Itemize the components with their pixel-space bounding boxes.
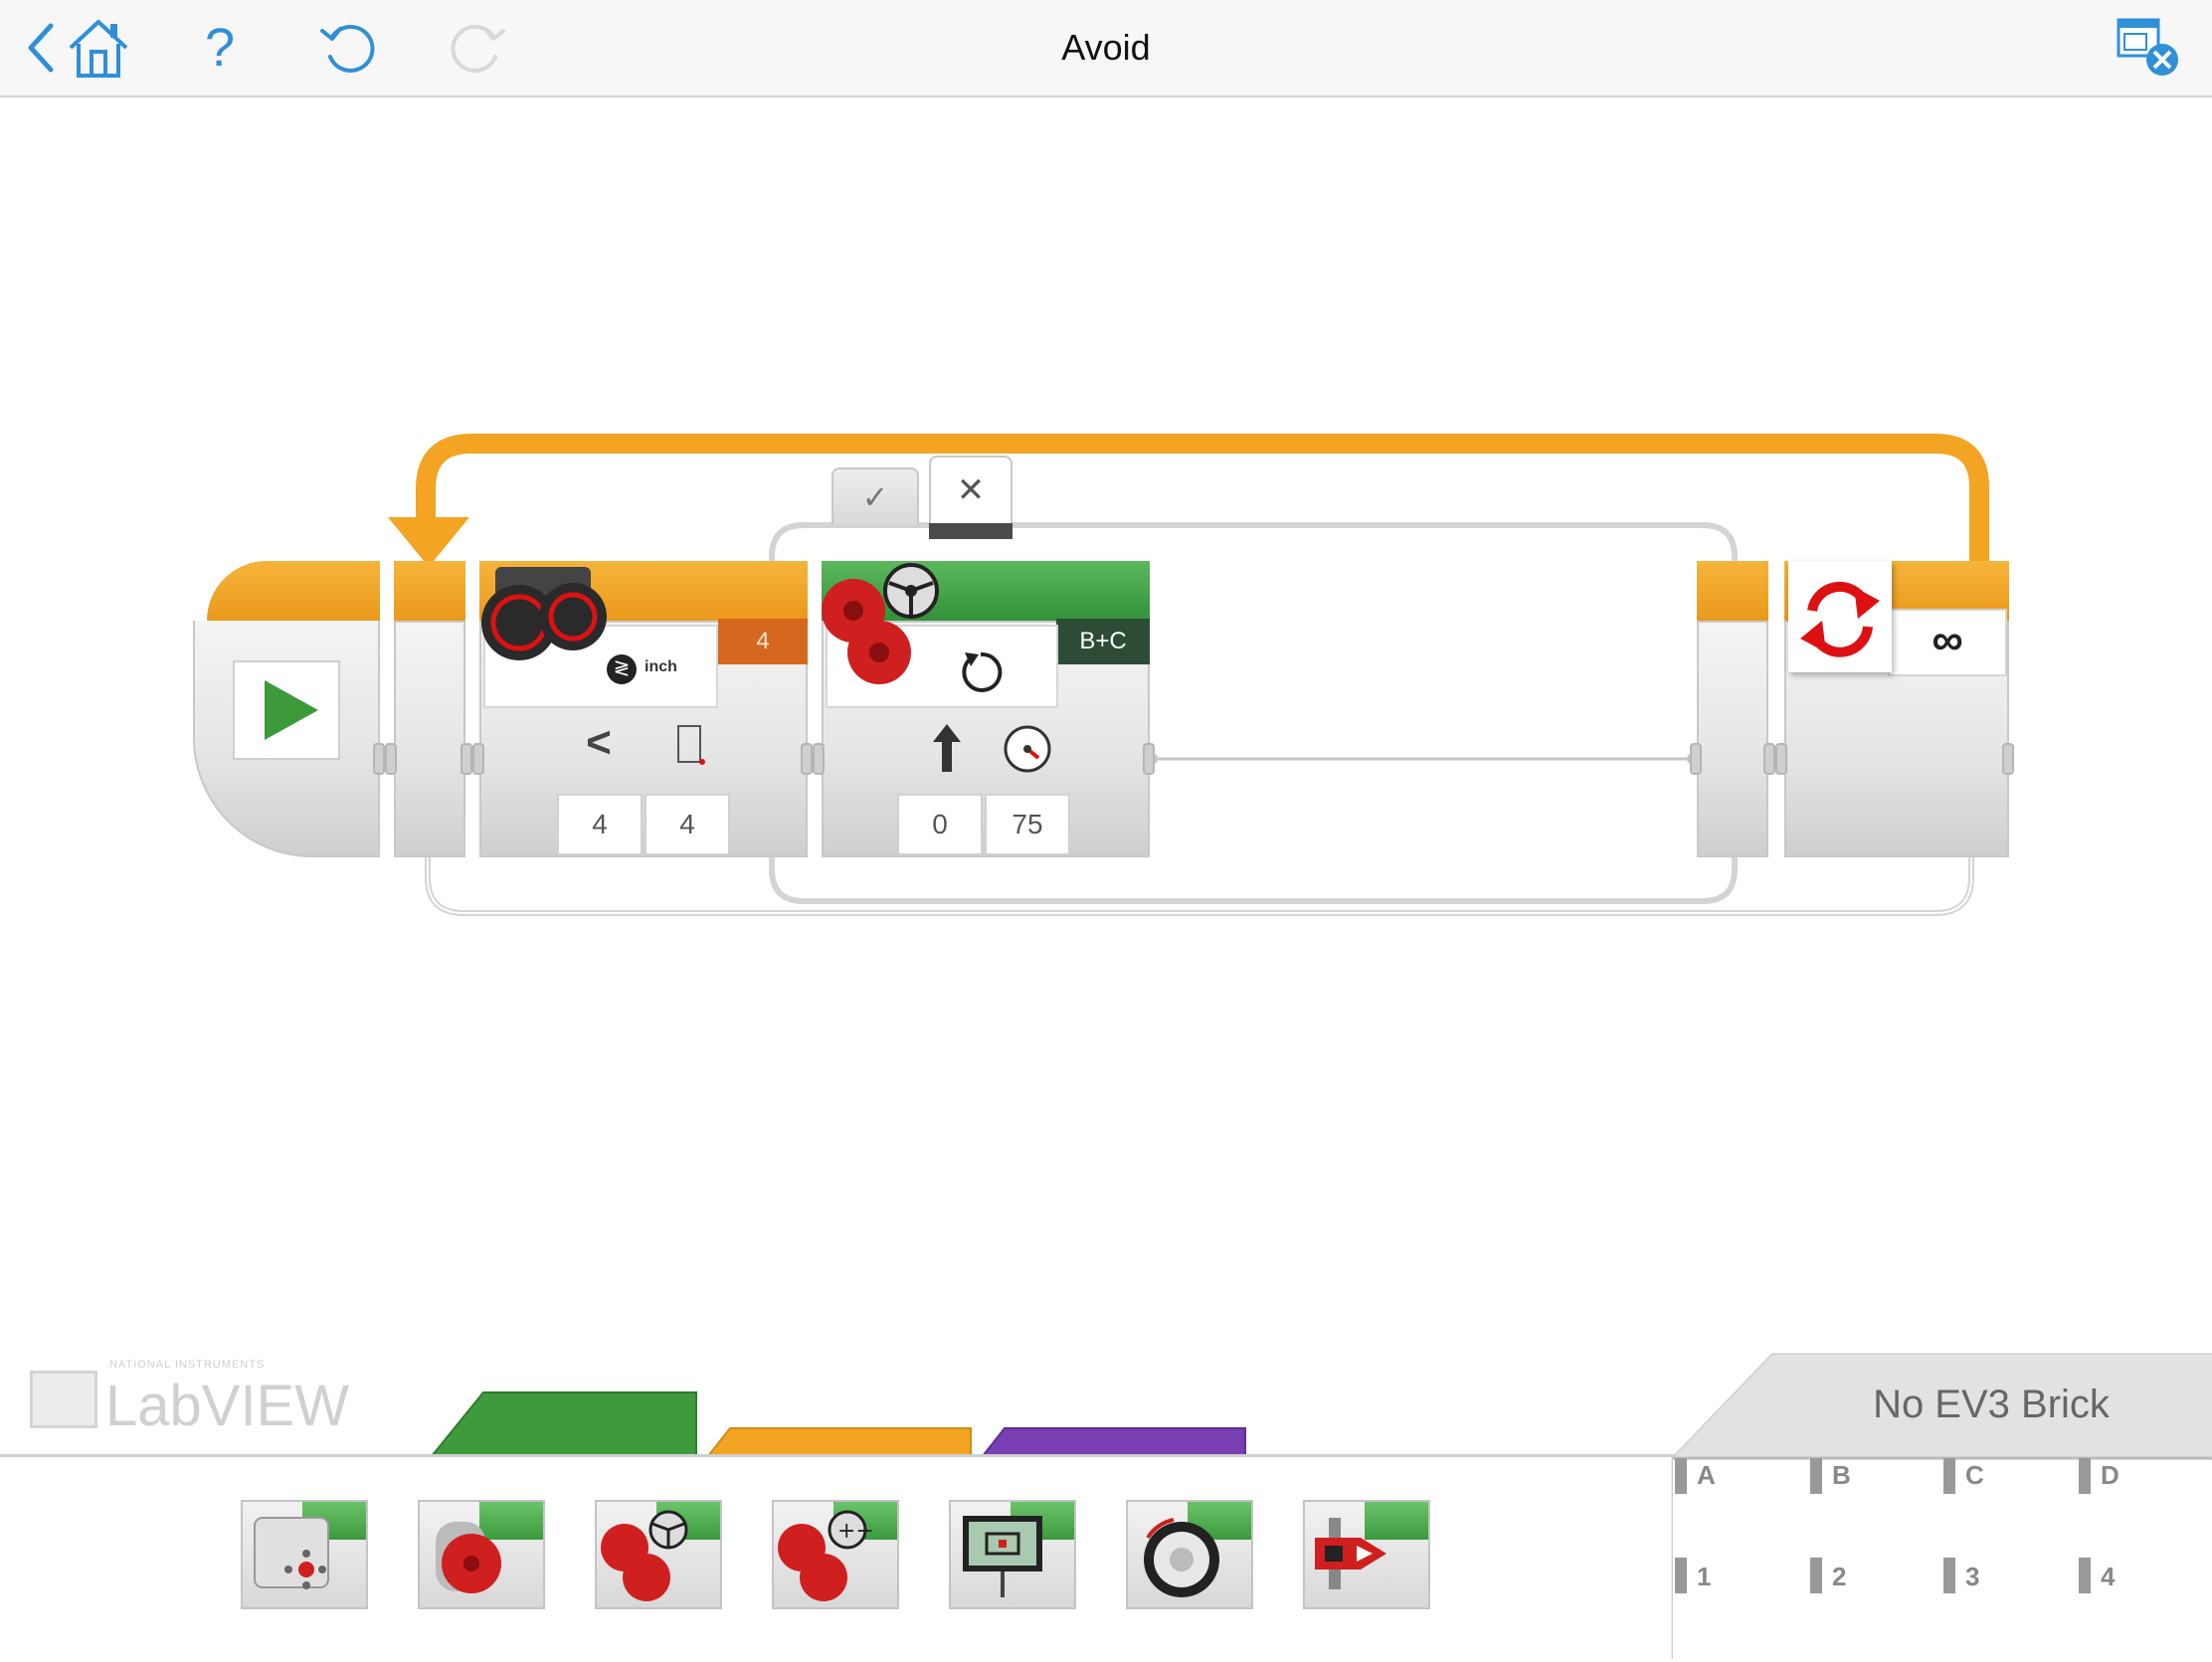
loop-wiring [388,434,1989,916]
sensor-port-4[interactable]: 4 [2101,1562,2116,1591]
labview-logo-text: LabVIEW [105,1374,349,1438]
palette-tab-flow[interactable] [705,1427,972,1457]
motor-port-c[interactable]: C [1965,1460,1984,1490]
chevron-left-icon [28,23,54,73]
display-icon [963,1516,1042,1597]
steering-input[interactable]: 0 [897,794,983,855]
palette-block-move-steering[interactable] [595,1500,722,1609]
power-input[interactable]: 75 [985,794,1070,855]
unit-label: inch [645,658,677,675]
switch-end-block[interactable] [1697,561,1768,857]
case-false-label: ✕ [956,471,986,509]
help-button[interactable]: ? [204,18,236,78]
ultrasonic-sensor-icon [481,567,607,660]
palette-block-move-tank[interactable]: ++ [772,1500,899,1609]
redo-icon [451,24,505,73]
sensor-port-3[interactable]: 3 [1965,1562,1980,1591]
loop-arrow-icon [388,517,469,567]
palette-block-brick-status-light[interactable] [1303,1500,1430,1609]
home-icon [69,20,128,78]
loop-icon [1800,581,1880,657]
loop-icon-tile [1788,561,1892,672]
play-icon [265,680,318,740]
motor-ports-badge[interactable]: B+C [1056,619,1150,664]
labview-logo: NATIONAL INSTRUMENTS LabVIEW [30,1359,368,1438]
home-button[interactable] [64,0,133,95]
palette-tab-sensor[interactable] [980,1427,1246,1457]
case-false-tab[interactable]: ✕ [929,456,1013,539]
undo-button[interactable] [314,0,384,95]
back-button[interactable] [18,0,62,95]
steering-icon [933,724,961,772]
move-steering-block[interactable]: B+C 0 75 [822,561,1150,857]
compare-mode-icon: ≷ [607,654,637,684]
svg-text:++: ++ [837,1519,874,1544]
start-block[interactable] [193,561,380,857]
program-title: Avoid [1061,27,1151,68]
sound-icon [1144,1518,1219,1597]
palette-tabs [429,1391,1246,1457]
palette-block-display[interactable] [949,1500,1076,1609]
loop-end-block[interactable]: ∞ [1784,561,2009,857]
motor-port-a[interactable]: A [1697,1460,1716,1490]
threshold-input[interactable]: 4 [557,794,643,855]
motor-port-b[interactable]: B [1832,1460,1851,1490]
loop-start-block[interactable] [394,561,465,857]
large-motor-icon [436,1522,501,1593]
switch-block[interactable]: 4 ≷ inch < 4 4 [479,561,808,857]
palette-block-large-motor[interactable] [418,1500,545,1609]
close-program-button[interactable] [2101,0,2196,95]
sensor-port-badge[interactable]: 4 [718,619,808,664]
rotate-mode-icon [962,651,1003,692]
loop-mode-selector[interactable]: ∞ [1888,609,2007,676]
labview-logo-small: NATIONAL INSTRUMENTS [109,1359,266,1371]
top-toolbar [0,0,2212,97]
palette-tab-action[interactable] [429,1391,697,1457]
move-steering-icon [601,1510,688,1601]
undo-icon [320,24,375,73]
compare-type-symbol[interactable]: < [586,718,612,767]
measured-value-output[interactable]: 4 [645,794,730,855]
close-program-icon [2117,18,2178,76]
move-tank-icon: ++ [778,1510,874,1601]
palette-block-sound[interactable] [1126,1500,1253,1609]
palette-block-medium-motor[interactable] [241,1500,368,1609]
brick-status-light-icon [1315,1518,1386,1589]
start-button[interactable] [233,660,340,760]
redo-button[interactable] [442,0,511,95]
move-steering-icon [822,563,939,684]
threshold-icon [677,725,705,765]
sensor-port-1[interactable]: 1 [1697,1562,1712,1591]
case-true-tab[interactable]: ✓ [831,467,919,525]
sensor-port-2[interactable]: 2 [1832,1562,1847,1591]
medium-motor-icon [254,1517,329,1589]
power-icon [1004,725,1051,773]
block-connectors [373,743,2014,775]
brick-connection-status[interactable]: No EV3 Brick [1873,1383,2110,1426]
port-view [1673,1460,2212,1659]
motor-port-d[interactable]: D [2101,1460,2120,1490]
